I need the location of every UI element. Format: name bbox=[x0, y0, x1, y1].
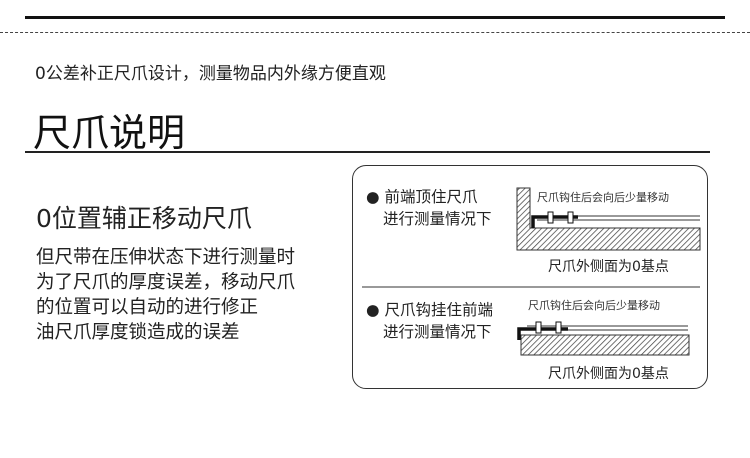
diagram-box bbox=[352, 165, 708, 389]
case2-line2: 进行测量情况下 bbox=[383, 323, 492, 341]
subtitle: 0公差补正尺爪设计，测量物品内外缘方便直观 bbox=[35, 64, 386, 84]
dashed-divider bbox=[0, 32, 750, 33]
case1-description: ● 前端顶住尺爪 进行测量情况下 bbox=[366, 186, 492, 230]
case1-line2: 进行测量情况下 bbox=[383, 210, 492, 228]
bullet-icon: ● bbox=[366, 301, 380, 319]
case2-description: ● 尺爪钩挂住前端 进行测量情况下 bbox=[366, 299, 493, 343]
paragraph-line: 为了尺爪的厚度误差，移动尺爪 bbox=[36, 272, 296, 293]
top-divider bbox=[25, 16, 725, 19]
paragraph-line: 油尺爪厚度锁造成的误差 bbox=[36, 322, 240, 343]
case1-caption: 尺爪钩住后会向后少量移动 bbox=[537, 191, 669, 204]
object-case1 bbox=[516, 187, 701, 251]
paragraph-line: 的位置可以自动的进行修正 bbox=[36, 297, 259, 318]
case1-line1: 前端顶住尺爪 bbox=[384, 188, 478, 206]
title-underline bbox=[25, 151, 710, 153]
page-title: 尺爪说明 bbox=[33, 111, 186, 155]
paragraph-line: 但尺带在压伸状态下进行测量时 bbox=[36, 247, 296, 268]
section-heading: 0位置辅正移动尺爪 bbox=[36, 204, 252, 233]
object-case2 bbox=[520, 334, 690, 356]
case2-line1: 尺爪钩挂住前端 bbox=[384, 301, 493, 319]
case2-caption: 尺爪钩住后会向后少量移动 bbox=[528, 299, 660, 312]
tape-case1 bbox=[531, 211, 700, 228]
case1-base-label: 尺爪外侧面为0基点 bbox=[548, 259, 669, 275]
tape-case2 bbox=[517, 321, 688, 340]
case2-base-label: 尺爪外侧面为0基点 bbox=[548, 366, 669, 382]
bullet-icon: ● bbox=[366, 188, 380, 206]
